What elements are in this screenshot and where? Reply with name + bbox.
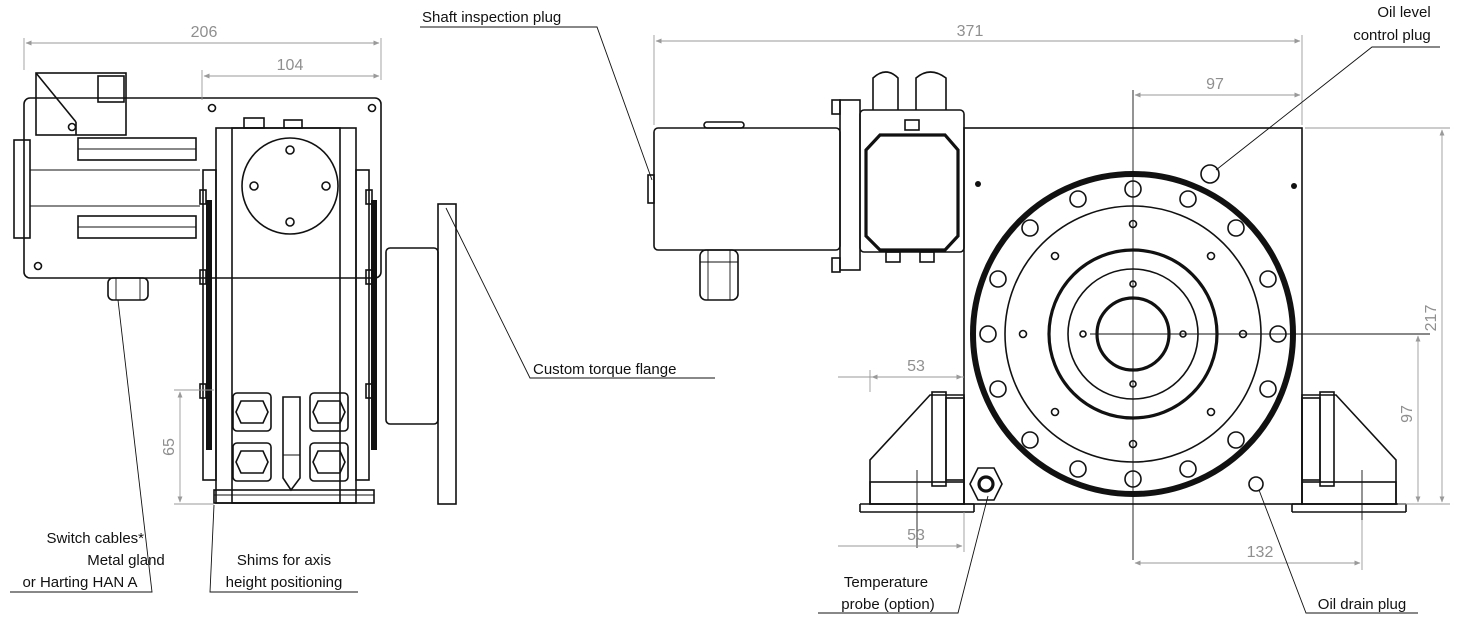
- label-shaft-inspection-plug: Shaft inspection plug: [422, 9, 561, 26]
- gearbox-body: [199, 117, 377, 504]
- motor: [13, 72, 382, 301]
- leader-lines: [10, 26, 1440, 614]
- label-temperature-line1: Temperature: [844, 574, 928, 591]
- dimension-text: 206 104 65 371 97 217 97 53 53 132: [161, 23, 1440, 561]
- label-switch-cables-line1: Switch cables*: [46, 530, 144, 547]
- label-temperature-line2: probe (option): [841, 596, 934, 613]
- input-housing: [647, 71, 965, 301]
- label-oil-drain-plug: Oil drain plug: [1318, 596, 1406, 613]
- dim-217: 217: [1423, 305, 1440, 332]
- mounting-feet: [859, 391, 1407, 548]
- dim-206: 206: [191, 24, 218, 41]
- callout-labels: Shaft inspection plug Oil level control …: [22, 4, 1430, 613]
- dim-97-top: 97: [1206, 76, 1224, 93]
- dim-371: 371: [957, 23, 984, 40]
- label-switch-cables-line2: Metal gland: [87, 552, 165, 569]
- label-shims-line1: Shims for axis: [237, 552, 331, 569]
- dim-97-right: 97: [1399, 405, 1416, 423]
- label-switch-cables-line3: or Harting HAN A: [22, 574, 137, 591]
- dimension-lines: [23, 35, 1450, 570]
- label-oil-level-line2: control plug: [1353, 27, 1431, 44]
- side-view: [13, 72, 457, 505]
- main-body: [963, 90, 1430, 560]
- dim-53-bottom: 53: [907, 527, 925, 544]
- label-custom-torque-flange: Custom torque flange: [533, 361, 676, 378]
- front-view: [647, 71, 1430, 560]
- label-oil-level-line1: Oil level: [1377, 4, 1430, 21]
- dim-132: 132: [1247, 544, 1274, 561]
- label-shims-line2: height positioning: [226, 574, 343, 591]
- dim-104: 104: [277, 57, 304, 74]
- torque-flange: [385, 203, 457, 505]
- dim-53-top: 53: [907, 358, 925, 375]
- dim-65: 65: [161, 438, 178, 456]
